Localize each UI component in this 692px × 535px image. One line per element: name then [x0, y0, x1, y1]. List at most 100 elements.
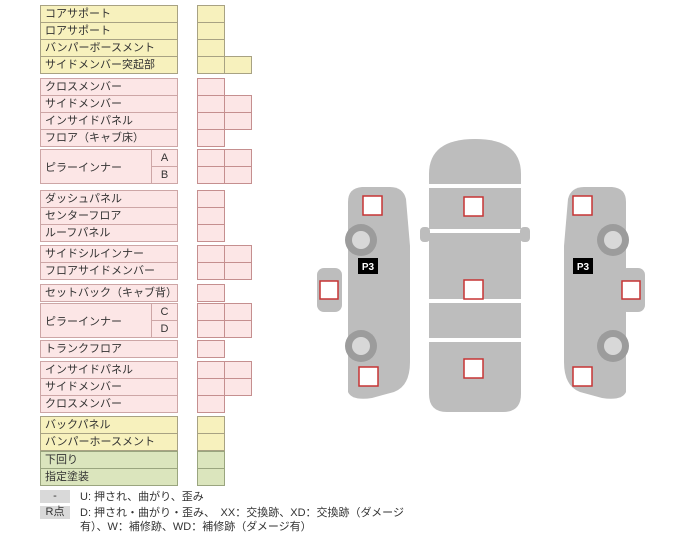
part-row: フロアサイドメンバー: [40, 262, 252, 280]
p3-text-left: P3: [362, 262, 375, 273]
damage-cell[interactable]: [197, 5, 225, 23]
damage-cells: [197, 39, 225, 57]
part-label: クロスメンバー: [45, 80, 122, 93]
marker-left-outer[interactable]: [319, 280, 339, 300]
car-side-body-left: [348, 187, 410, 399]
part-label: ダッシュパネル: [45, 192, 122, 205]
damage-cell[interactable]: [197, 262, 225, 280]
part-label: バンパーボースメント: [45, 41, 155, 54]
damage-cells: [197, 95, 252, 113]
damage-code-p3-left[interactable]: P3: [358, 258, 378, 274]
part-row: トランクフロア: [40, 340, 225, 358]
p3-text-right: P3: [577, 262, 590, 273]
damage-cell[interactable]: [197, 149, 225, 167]
damage-cell[interactable]: [224, 95, 252, 113]
damage-cells: [197, 22, 225, 40]
damage-cell[interactable]: [197, 95, 225, 113]
marker-center-middle[interactable]: [463, 279, 484, 300]
damage-cells: [197, 190, 225, 208]
part-label: クロスメンバー: [45, 397, 122, 410]
damage-cell[interactable]: [197, 166, 225, 184]
part-label: サイドシルインナー: [45, 247, 144, 260]
damage-cell[interactable]: [197, 245, 225, 263]
legend-key-rten: R点: [40, 506, 70, 519]
legend-key-dash: -: [40, 490, 70, 503]
part-row: バンパーボースメント: [40, 39, 225, 57]
part-row: インサイドパネル: [40, 361, 252, 379]
car-side-view-right: [564, 187, 645, 399]
damage-cells: [197, 340, 225, 358]
damage-cells: [197, 129, 225, 147]
damage-cell[interactable]: [197, 416, 225, 434]
part-label: サイドメンバー: [45, 97, 122, 110]
marker-right-front[interactable]: [572, 195, 593, 216]
part-label: 下回り: [45, 453, 78, 466]
damage-cells: [197, 320, 252, 338]
damage-cell[interactable]: [197, 320, 225, 338]
damage-cell[interactable]: [224, 320, 252, 338]
part-label: サイドメンバー: [45, 380, 122, 393]
part-row: サイドメンバー突起部: [40, 56, 252, 74]
part-row: フロア（キャブ床）: [40, 129, 225, 147]
damage-cell[interactable]: [224, 303, 252, 321]
damage-cell[interactable]: [197, 395, 225, 413]
marker-right-outer[interactable]: [621, 280, 641, 300]
damage-cell[interactable]: [197, 451, 225, 469]
damage-cell[interactable]: [197, 361, 225, 379]
damage-cell[interactable]: [197, 378, 225, 396]
damage-cell[interactable]: [224, 149, 252, 167]
damage-cell[interactable]: [197, 303, 225, 321]
damage-cell[interactable]: [197, 78, 225, 96]
damage-cell[interactable]: [224, 262, 252, 280]
part-label: セットバック（キャブ背）: [45, 286, 177, 299]
wheel-mark-right-rear-center: [604, 337, 622, 355]
damage-cell[interactable]: [197, 284, 225, 302]
marker-center-rear[interactable]: [463, 358, 484, 379]
damage-cell[interactable]: [224, 245, 252, 263]
pillar-inner-ab-group: ピラーインナー A B: [40, 149, 252, 184]
damage-cell[interactable]: [224, 166, 252, 184]
damage-code-p3-right[interactable]: P3: [573, 258, 593, 274]
part-label: ピラーインナー: [40, 303, 152, 338]
damage-cell[interactable]: [224, 378, 252, 396]
part-row: サイドメンバー: [40, 378, 252, 396]
damage-cell[interactable]: [197, 39, 225, 57]
marker-left-front[interactable]: [362, 195, 383, 216]
vehicle-damage-diagram: P3 P3: [317, 139, 645, 412]
damage-cell[interactable]: [197, 468, 225, 486]
damage-cell[interactable]: [197, 190, 225, 208]
damage-cell[interactable]: [197, 22, 225, 40]
damage-cell[interactable]: [197, 129, 225, 147]
marker-center-front[interactable]: [463, 196, 484, 217]
damage-cell[interactable]: [224, 56, 252, 74]
damage-cells: [197, 361, 252, 379]
front-frame-group: クロスメンバー サイドメンバー インサイドパネル フロア（キャブ床）: [40, 78, 252, 147]
part-label: ルーフパネル: [45, 226, 111, 239]
part-row: コアサポート: [40, 5, 225, 23]
damage-cell[interactable]: [197, 433, 225, 451]
car-top-view: [420, 139, 530, 412]
part-label: フロアサイドメンバー: [45, 264, 155, 277]
damage-cells: [197, 284, 225, 302]
damage-cell[interactable]: [197, 112, 225, 130]
legend-row-u: - U: 押され、曲がり、歪み: [40, 490, 410, 504]
damage-cells: [197, 468, 225, 486]
car-rear-window-band: [429, 303, 521, 338]
setback-group: セットバック（キャブ背）: [40, 284, 225, 302]
damage-cells: [197, 245, 252, 263]
part-row: クロスメンバー: [40, 395, 225, 413]
damage-cells: [197, 395, 225, 413]
damage-cell[interactable]: [197, 224, 225, 242]
damage-cell[interactable]: [224, 361, 252, 379]
damage-cells: [197, 416, 225, 434]
part-label: フロア（キャブ床）: [45, 131, 144, 144]
part-row: セットバック（キャブ背）: [40, 284, 225, 302]
pillar-inner-cd-group: ピラーインナー C D: [40, 303, 252, 338]
part-row: センターフロア: [40, 207, 225, 225]
damage-cell[interactable]: [197, 340, 225, 358]
marker-right-rear[interactable]: [572, 366, 593, 387]
damage-cell[interactable]: [197, 56, 225, 74]
damage-cell[interactable]: [224, 112, 252, 130]
damage-cell[interactable]: [197, 207, 225, 225]
marker-left-rear[interactable]: [358, 366, 379, 387]
